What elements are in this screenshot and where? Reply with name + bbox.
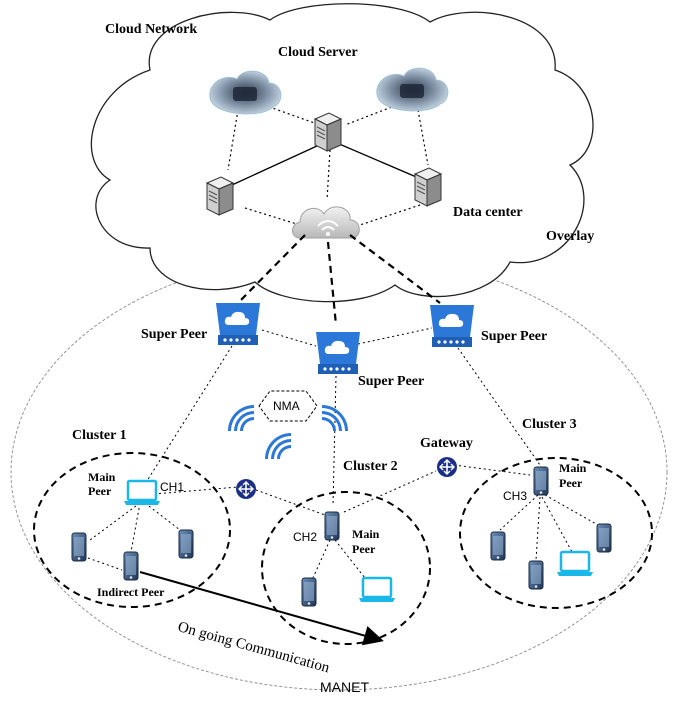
super-peer-right-icon	[430, 305, 474, 347]
super-peer-left-icon	[216, 303, 260, 345]
smartphone-icon	[178, 529, 194, 559]
smartphone-icon	[596, 523, 612, 553]
nma-label: NMA	[273, 399, 300, 413]
main-peer-3-label: Main Peer	[559, 461, 587, 490]
smartphone-icon	[123, 551, 139, 581]
smartphone-icon	[324, 511, 340, 541]
server-box-icon	[314, 112, 342, 152]
cloud-server-label: Cloud Server	[278, 45, 358, 60]
ch2-label: CH2	[293, 530, 318, 544]
storage-cloud-icon	[376, 67, 449, 112]
smartphone-icon	[533, 466, 549, 496]
overlay-links	[237, 234, 441, 326]
router-icon	[235, 478, 257, 500]
main-peer-2-label: Main Peer	[352, 527, 380, 556]
ongoing-arrow	[139, 571, 384, 646]
laptop-icon	[357, 576, 397, 604]
manet-label: MANET	[320, 679, 369, 695]
server-box-icon	[206, 176, 234, 216]
ch3-label: CH3	[503, 489, 528, 503]
manet-boundary	[10, 253, 668, 691]
smartphone-icon	[528, 560, 544, 590]
laptop-icon	[555, 550, 595, 578]
gateway-router-icon	[436, 456, 458, 478]
smartphone-icon	[71, 532, 87, 562]
cloud-network-label: Cloud Network	[105, 22, 198, 37]
cluster1-boundary	[33, 452, 231, 608]
cluster2-label: Cluster 2	[343, 459, 398, 474]
super-peer-links	[261, 327, 433, 347]
smartphone-icon	[490, 531, 506, 561]
super-peer-left-label: Super Peer	[141, 327, 208, 342]
cluster2-boundary	[261, 491, 431, 645]
ch1-label: CH1	[160, 480, 185, 494]
main-peer-1-label: Main Peer	[88, 470, 116, 498]
data-center-label: Data center	[453, 205, 523, 220]
cluster3-boundary	[459, 457, 653, 609]
cluster3-label: Cluster 3	[522, 417, 577, 432]
super-peer-right-label: Super Peer	[481, 329, 548, 344]
cloud-network-shape	[90, 3, 594, 303]
laptop-icon	[122, 479, 162, 507]
gateway-label: Gateway	[420, 436, 473, 451]
smartphone-icon	[301, 577, 317, 607]
cluster-head-links	[144, 345, 541, 516]
nma-hexagon	[258, 390, 318, 422]
indirect-peer-label: Indirect Peer	[97, 585, 165, 599]
super-peer-center-label: Super Peer	[358, 374, 425, 389]
cluster1-label: Cluster 1	[72, 428, 127, 443]
server-box-icon	[414, 167, 442, 207]
super-peer-center-icon	[316, 332, 360, 374]
overlay-label: Overlay	[546, 229, 595, 244]
storage-cloud-icon	[209, 70, 282, 115]
signal-waves-icon	[228, 405, 348, 459]
wifi-cloud-icon	[292, 206, 360, 239]
